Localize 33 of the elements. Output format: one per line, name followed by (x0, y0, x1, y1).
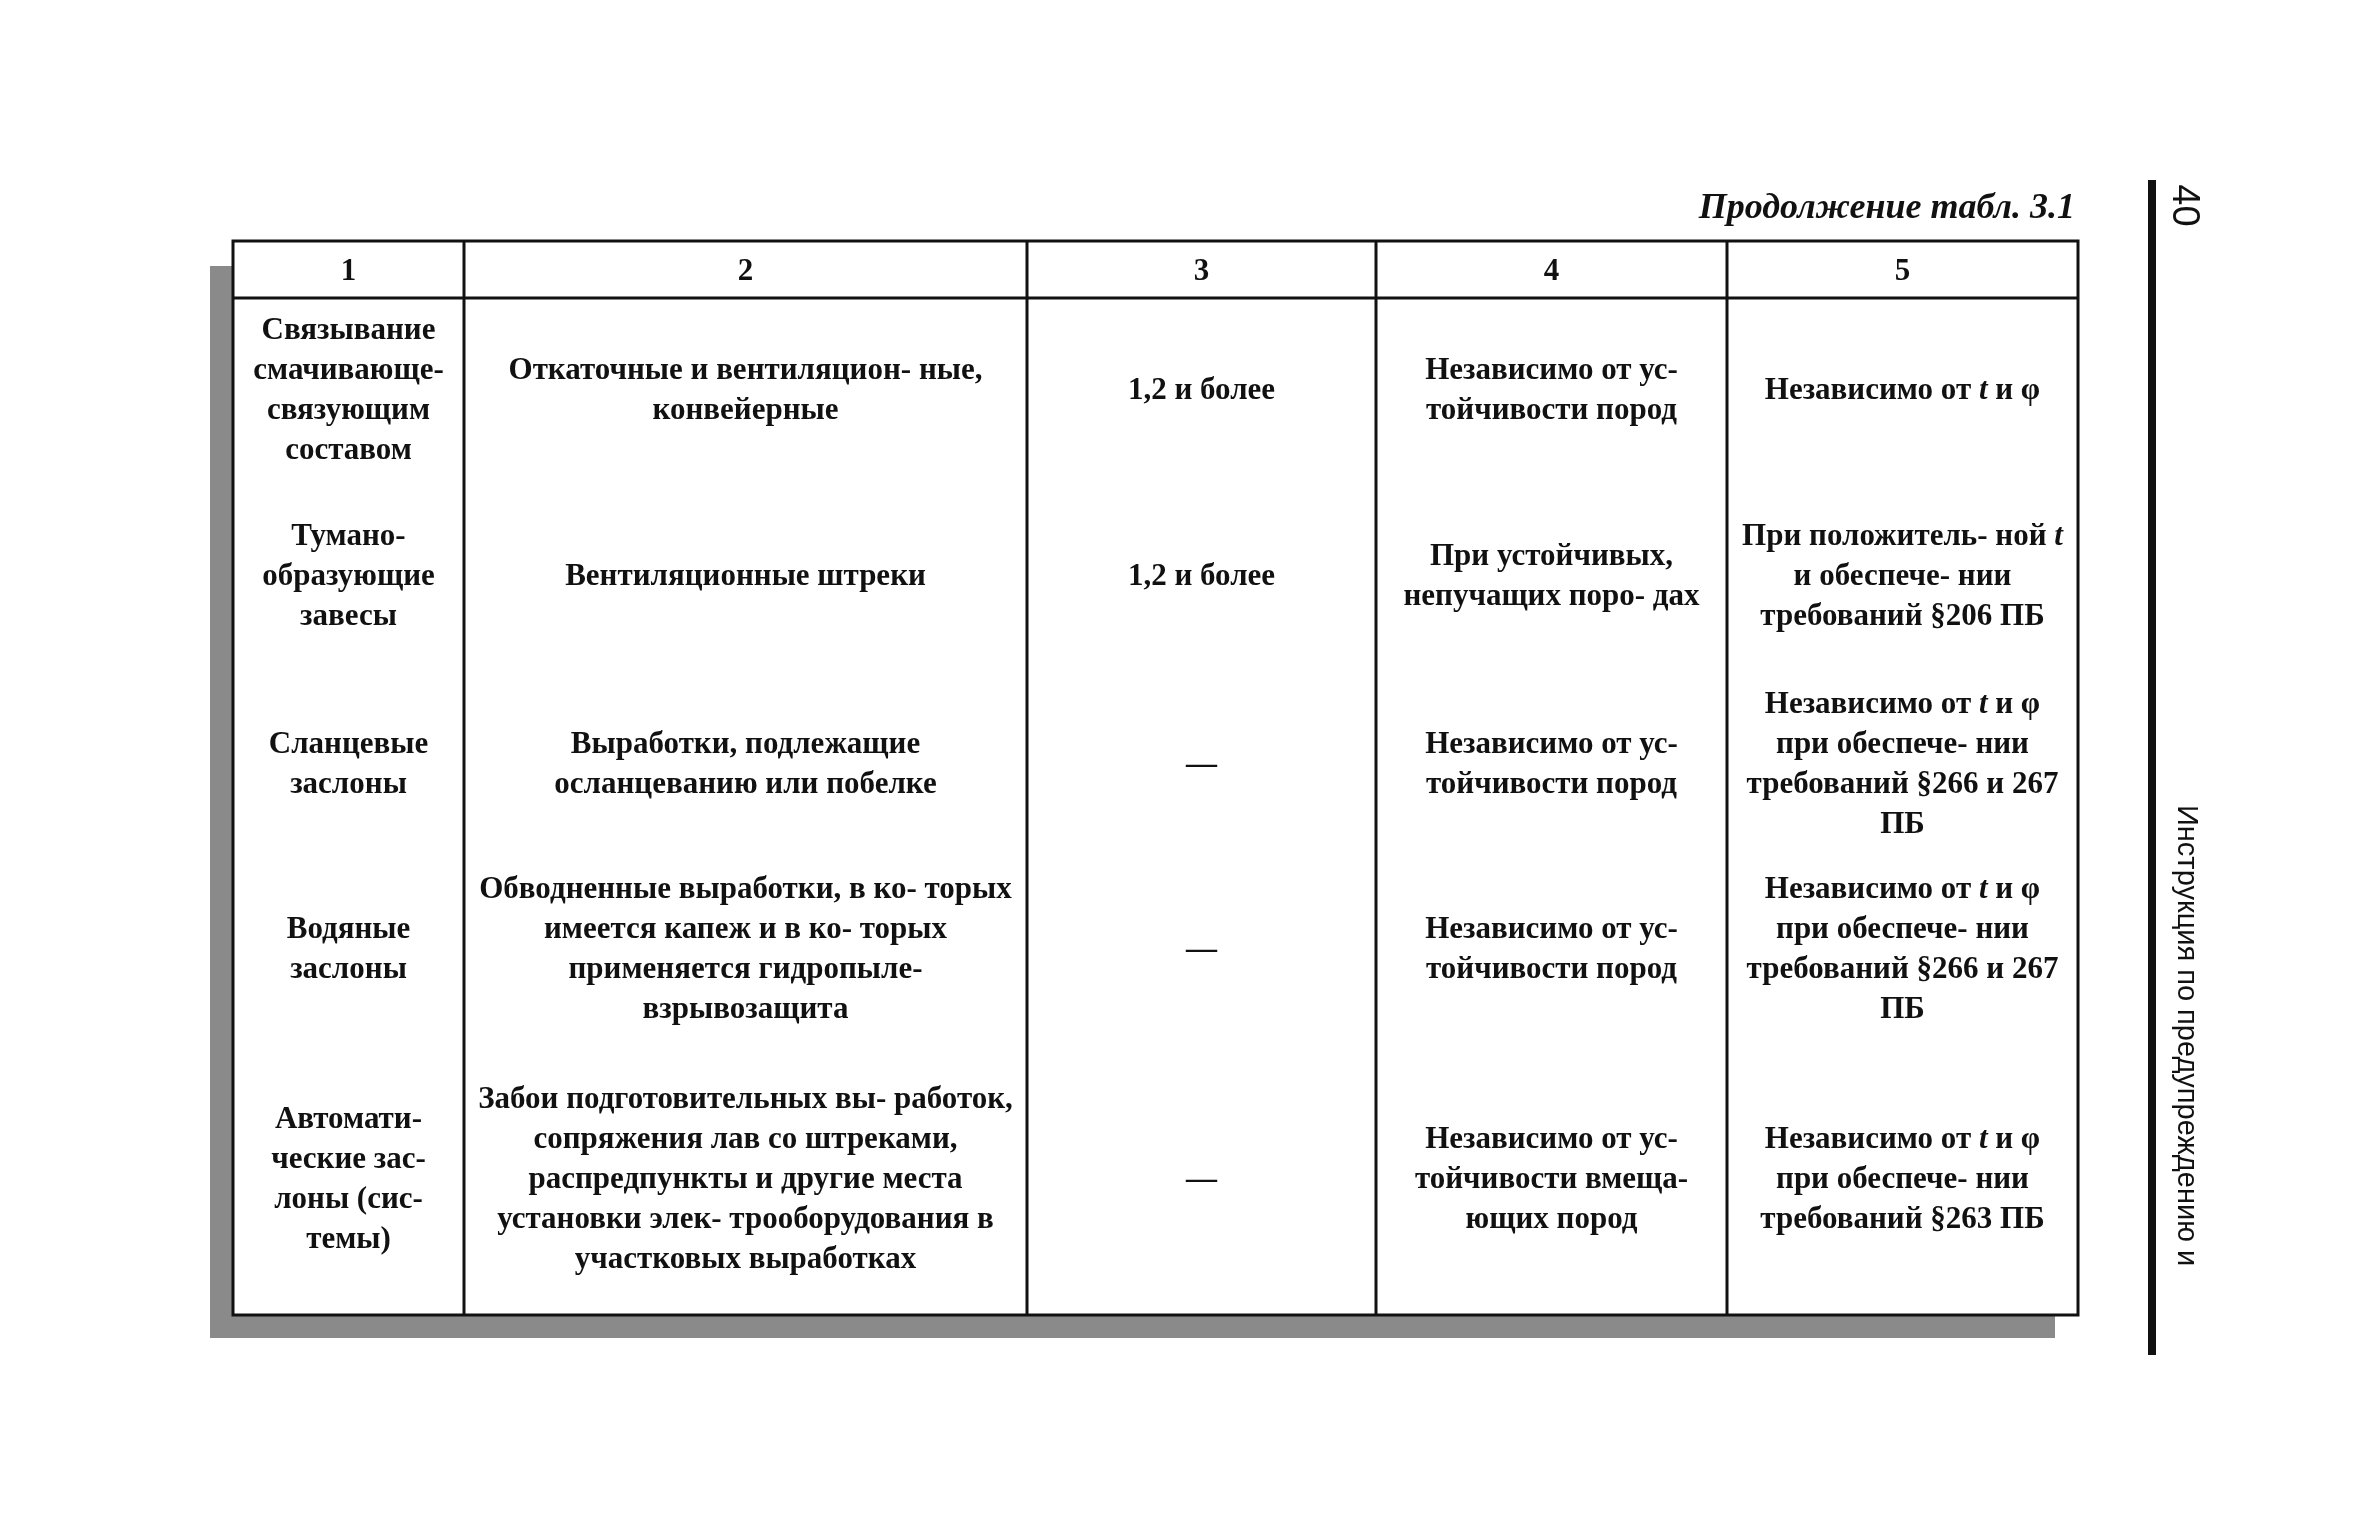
table-cell-text: Сланцевые заслоны (267, 723, 430, 802)
table-cell-text: Тумано- образующие завесы (261, 516, 436, 634)
table-cell-text: Автомати- ческие зас- лоны (сис- темы) (270, 1098, 427, 1257)
table-cell-text: Водяные заслоны (285, 908, 412, 987)
column-header: 5 (1894, 250, 1911, 289)
table-cell-text: 1,2 и более (1127, 370, 1276, 408)
column-header: 3 (1193, 250, 1210, 289)
page-number: 40 (2163, 182, 2208, 229)
table-cell-text: Забои подготовительных вы- работок, сопряжения лав со штреками, распредпункты и другие места установки элек- трооборудования в участковых выработках (477, 1078, 1014, 1277)
table-cell-text: Вентиляционные штреки (565, 556, 926, 594)
column-header: 1 (340, 250, 357, 289)
table-cell-text: Связывание смачивающе- связующим составом (252, 310, 445, 468)
column-header: 4 (1543, 250, 1560, 289)
column-header: 2 (737, 250, 754, 289)
table-cell-text: При устойчивых, непучащих поро- дах (1402, 536, 1701, 614)
table-cell-text: Независимо от ус- тойчивости пород (1424, 350, 1679, 428)
table-cell-text: Независимо от t и φ (1764, 370, 2041, 408)
table-cell-text: Независимо от ус- тойчивости пород (1424, 723, 1679, 802)
table-cell-text: Независимо от t и φ при обеспече- нии требований §263 ПБ (1759, 1118, 2046, 1237)
table-cell-text: Независимо от ус- тойчивости вмеща- ющих пород (1413, 1118, 1690, 1237)
table-cell-text: При положитель- ной t и обеспече- нии требований §206 ПБ (1741, 516, 2065, 634)
table-cell-text: Обводненные выработки, в ко- торых имеется капеж и в ко- торых применяется гидропыле- взрывозащита (478, 868, 1013, 1027)
table-cell-text: — (1186, 928, 1217, 967)
table-cell-text: 1,2 и более (1127, 556, 1276, 594)
table-cell-text: Выработки, подлежащие осланцеванию или побелке (553, 723, 938, 802)
table-cell-text: Независимо от ус- тойчивости пород (1424, 908, 1679, 987)
table-cell-text: Откаточные и вентиляцион- ные, конвейерные (507, 350, 984, 428)
table-cell-text: Независимо от t и φ при обеспече- нии требований §266 и 267 ПБ (1745, 683, 2060, 842)
running-head: Инструкция по предупреждению и (2171, 805, 2204, 1269)
table-cell-text: — (1186, 743, 1217, 782)
table-cell-text: — (1186, 1158, 1217, 1197)
table-title: Продолжение табл. 3.1 (1698, 185, 2075, 227)
table-cell-text: Независимо от t и φ при обеспече- нии требований §266 и 267 ПБ (1745, 868, 2060, 1027)
